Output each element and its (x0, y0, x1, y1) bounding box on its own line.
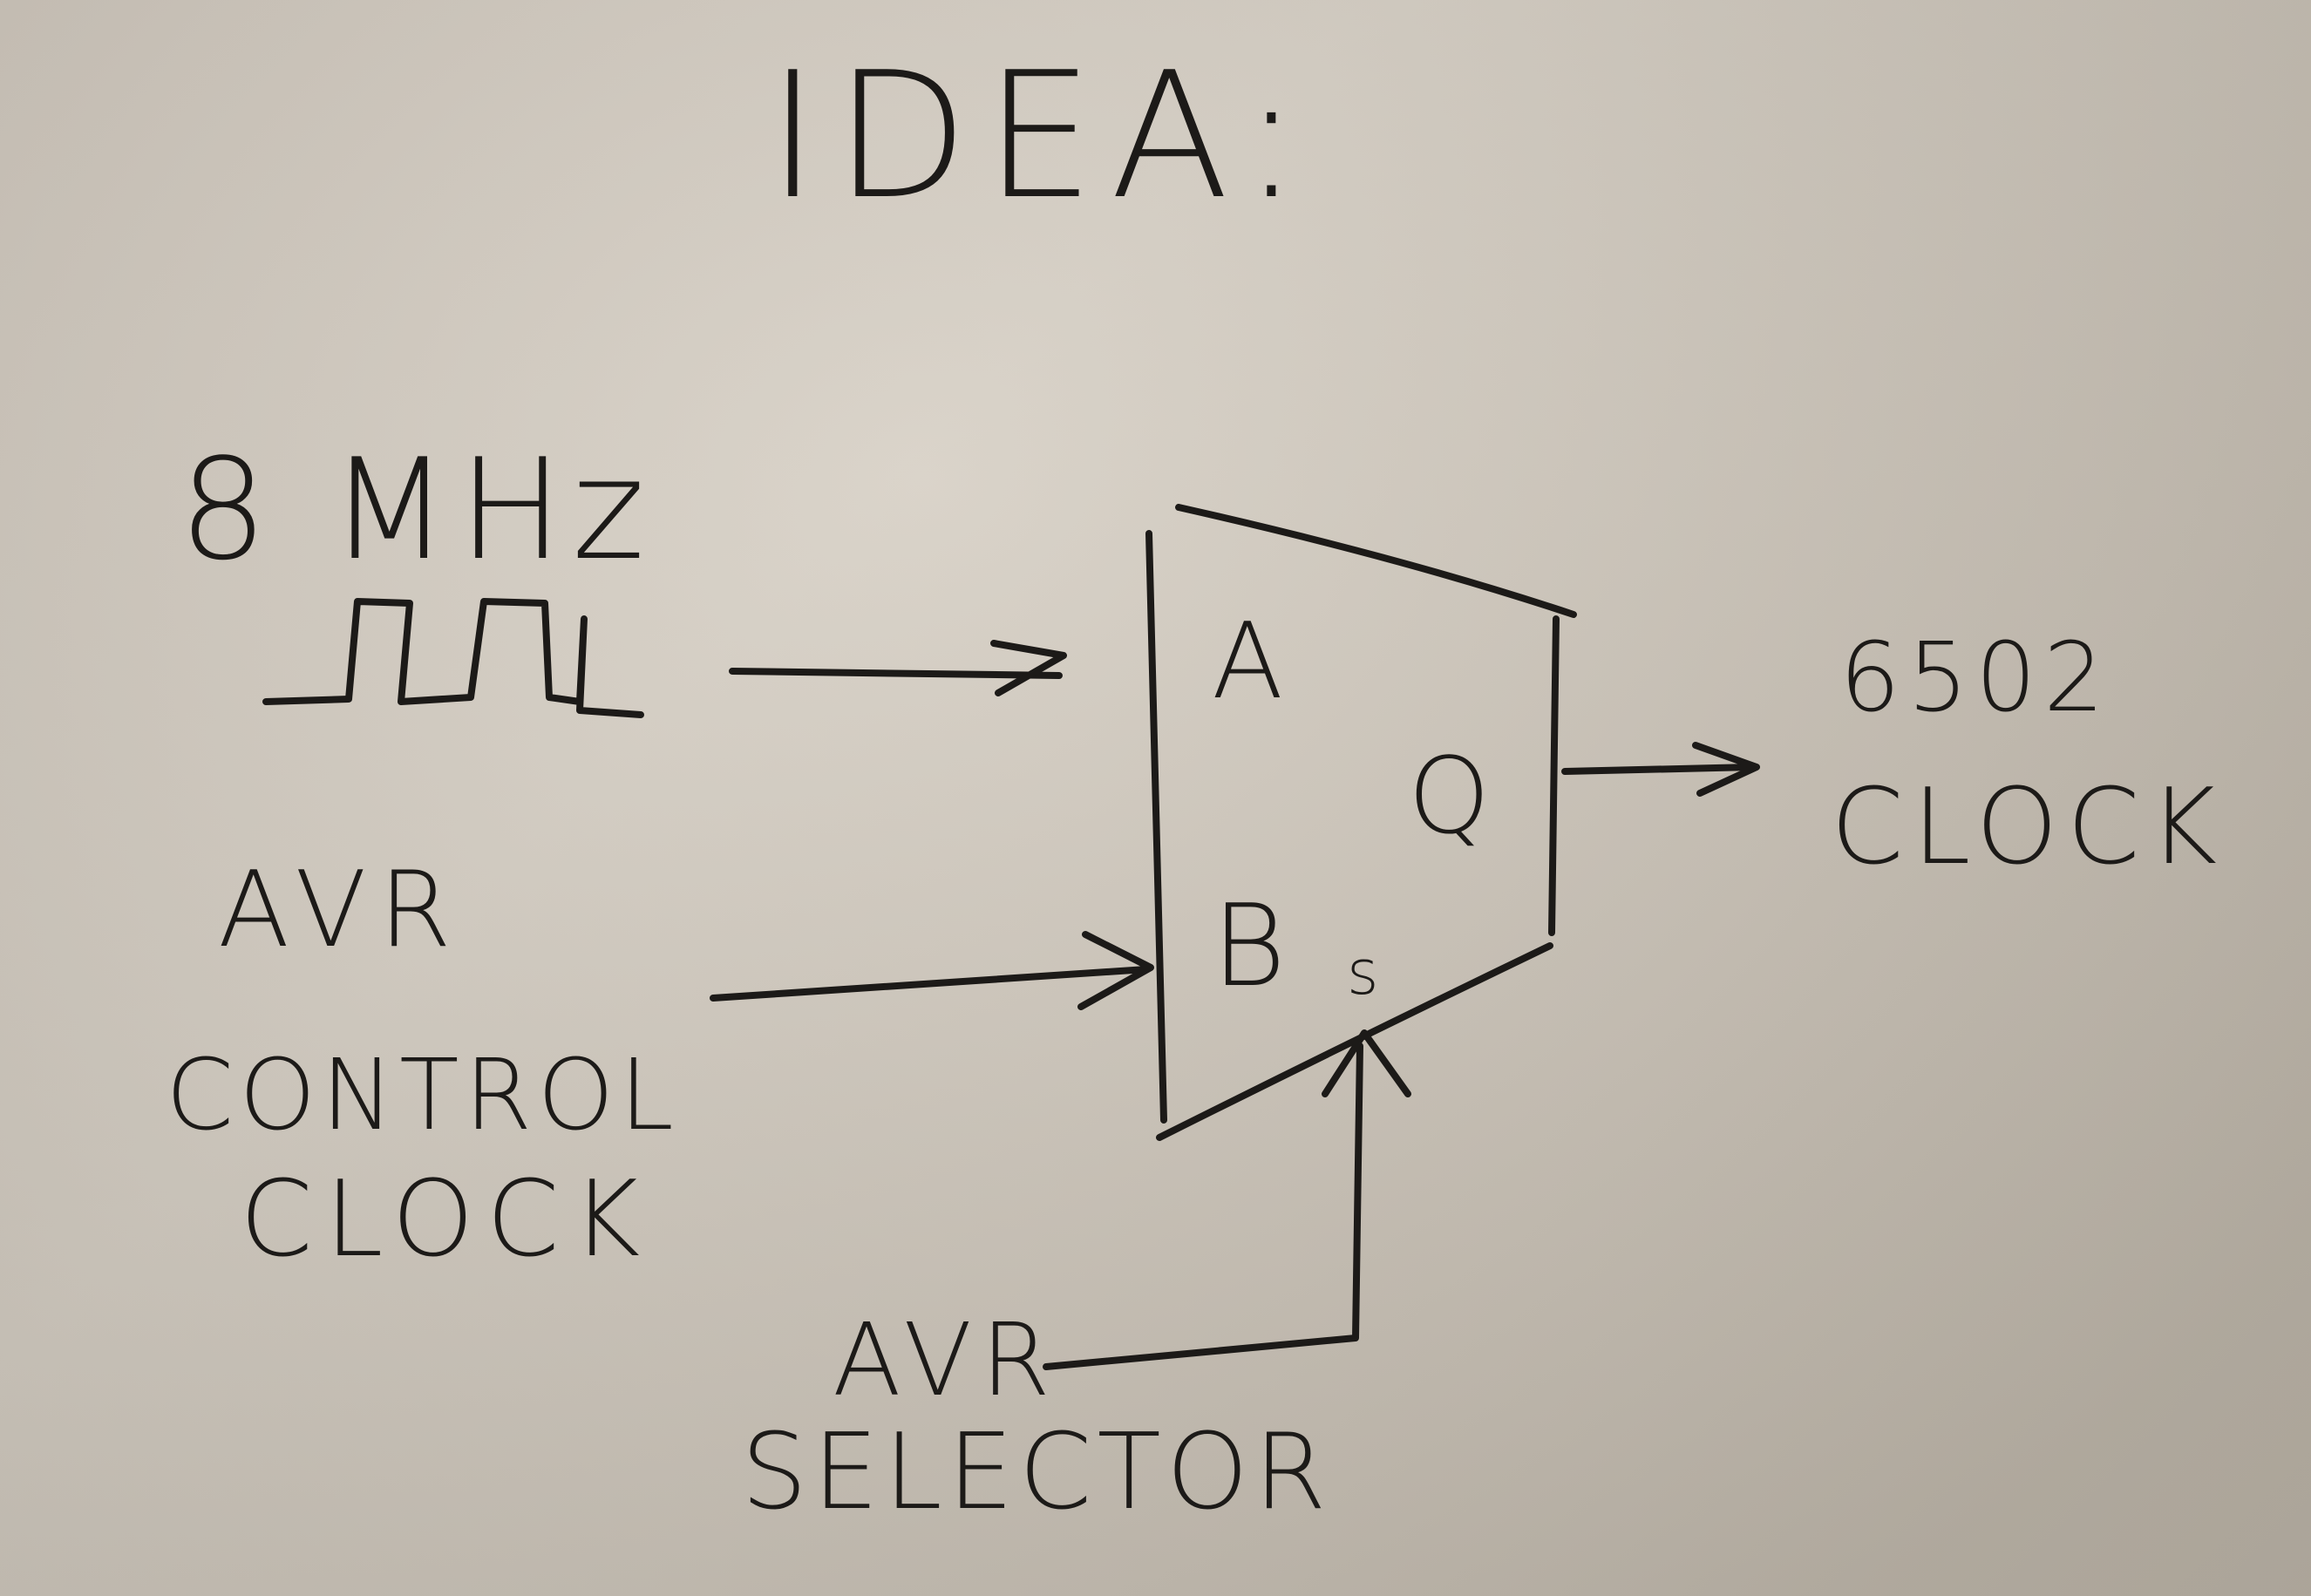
arrow-selector-to-s (1043, 1029, 1411, 1370)
selector-label-line1: AVR (833, 1302, 1059, 1419)
output-label-line2: CLOCK (1831, 767, 2226, 888)
mux-port-s-label: s (1347, 937, 1378, 1009)
title-text: IDEA: (767, 35, 1316, 238)
arrow-q-to-output (1561, 742, 1760, 797)
mux-port-q-label: Q (1408, 737, 1490, 858)
clock-8mhz-label: 8 MHz (179, 428, 654, 591)
avr-clock-label-line2: CONTROL (166, 1039, 679, 1152)
arrow-clock-to-a (729, 640, 1067, 696)
selector-label-line2: SELECTOR (741, 1412, 1332, 1533)
avr-clock-label-line3: CLOCK (240, 1159, 652, 1280)
mux-port-b-label: B (1212, 879, 1286, 1012)
mux-port-a-label: A (1212, 601, 1283, 723)
arrow-avr-clock-to-b (710, 931, 1154, 1010)
output-label-line1: 6502 (1839, 621, 2111, 733)
avr-clock-label-line1: AVR (218, 850, 464, 971)
square-wave-icon (262, 598, 644, 718)
